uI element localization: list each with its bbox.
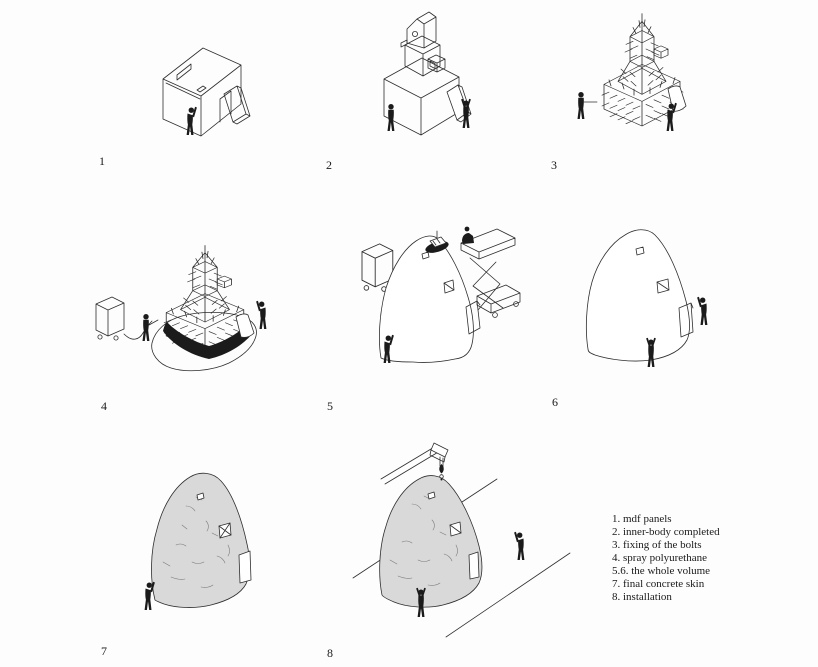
worker-icon xyxy=(144,581,155,610)
foam-spray-icon xyxy=(163,322,253,359)
spray-wand-icon xyxy=(148,319,159,326)
legend-item: 4. spray polyurethane xyxy=(612,552,707,564)
worker-icon xyxy=(387,104,395,131)
step-3-illustration xyxy=(577,13,687,131)
step-4-number: 4 xyxy=(101,399,107,413)
step-1-number: 1 xyxy=(99,154,105,168)
step-5-number: 5 xyxy=(327,399,333,413)
legend-item: 1. mdf panels xyxy=(612,513,672,525)
worker-icon xyxy=(256,300,267,329)
step-7-number: 7 xyxy=(101,644,107,658)
worker-icon xyxy=(666,102,677,131)
worker-icon xyxy=(462,233,474,244)
legend-item: 8. installation xyxy=(612,591,672,603)
volume-shell xyxy=(585,229,690,362)
step-3-number: 3 xyxy=(551,158,557,172)
volume-shell xyxy=(379,235,474,363)
legend-item: 7. final concrete skin xyxy=(612,578,705,590)
worker-icon xyxy=(514,531,525,560)
step-2-number: 2 xyxy=(326,158,332,172)
legend: 1. mdf panels 2. inner-body completed 3.… xyxy=(612,513,720,604)
step-8-number: 8 xyxy=(327,646,333,660)
step-1-illustration xyxy=(162,47,251,137)
mdf-panel-icon xyxy=(223,85,251,125)
step-4-illustration xyxy=(95,245,267,372)
step-7-illustration xyxy=(144,472,252,610)
step-5-illustration xyxy=(361,226,521,363)
spray-machine-icon xyxy=(95,296,125,341)
worker-icon xyxy=(697,296,708,325)
legend-item: 2. inner-body completed xyxy=(612,526,720,538)
step-6-number: 6 xyxy=(552,395,558,409)
crane-hook-icon xyxy=(380,442,449,485)
worker-icon xyxy=(577,92,585,119)
concrete-shell xyxy=(151,472,250,608)
step-8-illustration xyxy=(352,442,571,638)
worker-icon xyxy=(186,106,197,135)
worker-icon xyxy=(142,314,150,341)
step-2-illustration xyxy=(383,11,472,136)
legend-item: 3. fixing of the bolts xyxy=(612,539,702,551)
concrete-shell xyxy=(379,475,483,608)
hose-icon xyxy=(123,320,153,340)
legend-item: 5.6. the whole volume xyxy=(612,565,711,577)
step-6-illustration xyxy=(585,229,708,367)
